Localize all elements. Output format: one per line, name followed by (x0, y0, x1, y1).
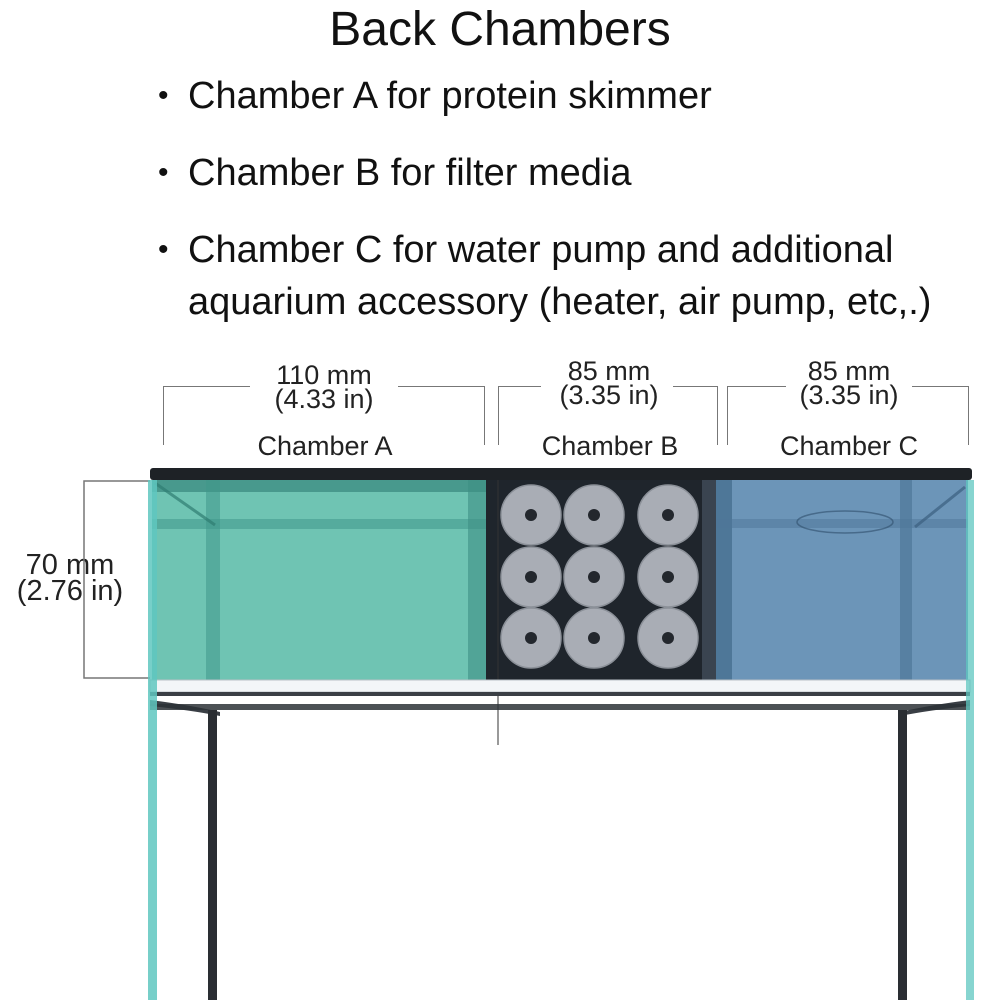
chamber-c-label: Chamber C (779, 431, 919, 461)
bullet-icon: • (158, 233, 169, 266)
bullet-icon: • (158, 79, 169, 112)
tank-right-glass-edge (966, 480, 974, 1000)
list-item: •Chamber C for water pump and additional (158, 226, 1000, 274)
chamber-c-width-bracket (727, 384, 969, 445)
chamber-a-water (152, 480, 486, 680)
height-bracket (83, 480, 150, 679)
tank-left-glass-edge (148, 480, 157, 1000)
chamber-a-label: Chamber A (257, 431, 393, 461)
tank-top-rim (150, 468, 972, 480)
list-item: •Chamber B for filter media (158, 149, 1000, 197)
list-item-continuation: aquarium accessory (heater, air pump, et… (188, 281, 932, 323)
height-label: 70 mm (2.76 in) (16, 549, 124, 607)
left-support-leg (208, 710, 217, 1000)
list-item: •Chamber A for protein skimmer (158, 72, 1000, 120)
chamber-a-width-label: 110 mm (4.33 in) (274, 360, 374, 414)
page-title: Back Chambers (329, 3, 671, 56)
chamber-feature-list: •Chamber A for protein skimmer •Chamber … (158, 72, 1000, 355)
chamber-c-water (716, 480, 968, 680)
chamber-c-width-label: 85 mm (3.35 in) (799, 356, 899, 410)
bullet-icon: • (158, 156, 169, 189)
chamber-b-label: Chamber B (541, 431, 679, 461)
chamber-b-width-bracket (498, 384, 718, 445)
chamber-b-width-label: 85 mm (3.35 in) (559, 356, 659, 410)
right-support-leg (898, 710, 907, 1000)
chamber-a-width-bracket (163, 384, 485, 445)
